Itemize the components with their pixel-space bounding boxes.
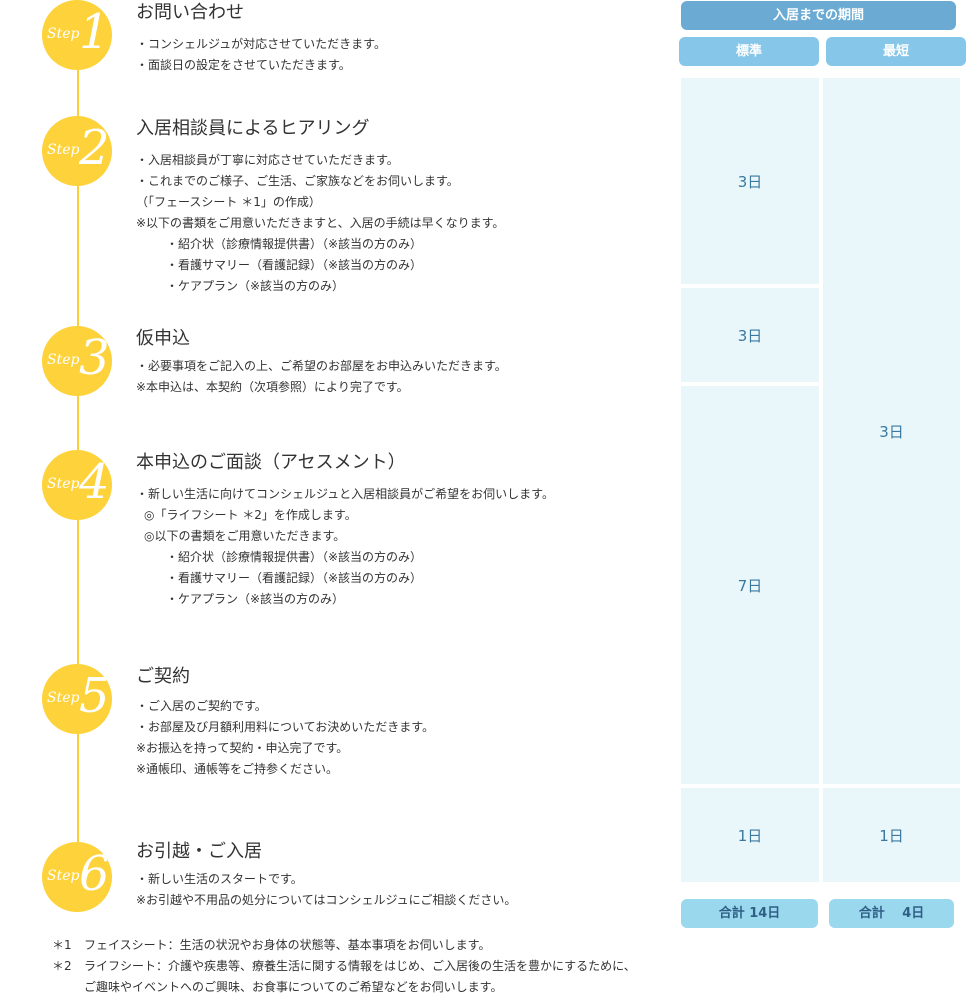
step-line: ・ケアプラン（※該当の方のみ） <box>166 592 345 606</box>
footnote-term: フェイスシート <box>84 938 168 952</box>
step-line: ・看護サマリー（看護記録）（※該当の方のみ） <box>166 571 423 585</box>
step-line: ※以下の書類をご用意いただきますと、入居の手続は早くなります。 <box>136 216 505 230</box>
step-3-content: 仮申込 ・必要事項をご記入の上、ご希望のお部屋をお申込みいただきます。 ※本申込… <box>136 326 656 398</box>
standard-cell-3: 7日 <box>681 386 819 784</box>
step-6-content: お引越・ご入居 ・新しい生活のスタートです。 ※お引越や不用品の処分についてはコ… <box>136 839 656 911</box>
footnote-2: ＊2 ライフシート ：介護や疾患等、療養生活に関する情報をはじめ、ご入居後の生活… <box>52 956 692 977</box>
step-line: ・入居相談員が丁寧に対応させていただきます。 <box>136 153 399 167</box>
step-line: ◎以下の書類をご用意いただきます。 <box>144 529 346 543</box>
step-2-lines: ・入居相談員が丁寧に対応させていただきます。 ・これまでのご様子、ご生活、ご家族… <box>136 150 656 297</box>
step-2-content: 入居相談員によるヒアリング ・入居相談員が丁寧に対応させていただきます。 ・これ… <box>136 116 656 297</box>
footnote-mark: ＊2 <box>52 959 72 973</box>
step-line: ・看護サマリー（看護記録）（※該当の方のみ） <box>166 258 423 272</box>
shortest-cell-2: 1日 <box>823 788 960 882</box>
step-3-title: 仮申込 <box>136 328 190 349</box>
step-5-badge: Step 5 <box>42 664 112 734</box>
footnote-text: ：介護や疾患等、療養生活に関する情報をはじめ、ご入居後の生活を豊かにするために、 <box>156 959 636 973</box>
step-4-title: 本申込のご面談（アセスメント） <box>136 452 406 473</box>
step-line: ・新しい生活のスタートです。 <box>136 872 303 886</box>
step-1-badge: Step 1 <box>42 0 112 70</box>
step-line: （「フェースシート ＊1」の作成） <box>136 195 321 209</box>
step-line: ※通帳印、通帳等をご持参ください。 <box>136 762 339 776</box>
step-3-badge: Step 3 <box>42 326 112 396</box>
step-label: Step <box>47 142 80 158</box>
step-line: ※お振込を持って契約・申込完了です。 <box>136 741 349 755</box>
step-label: Step <box>47 26 80 42</box>
footnote-text: ：生活の状況やお身体の状態等、基本事項をお伺いします。 <box>167 938 491 952</box>
step-line: ・面談日の設定をさせていただきます。 <box>136 58 351 72</box>
shortest-cell-1: 3日 <box>823 78 960 784</box>
standard-cell-2: 3日 <box>681 288 819 382</box>
footnotes: ＊1 フェイスシート ：生活の状況やお身体の状態等、基本事項をお伺いします。 ＊… <box>52 935 692 998</box>
step-line: ・これまでのご様子、ご生活、ご家族などをお伺いします。 <box>136 174 459 188</box>
step-6-badge: Step 6 <box>42 842 112 912</box>
step-label: Step <box>47 690 80 706</box>
period-header: 入居までの期間 <box>681 1 956 30</box>
footnote-mark: ＊1 <box>52 938 72 952</box>
step-number: 5 <box>79 668 110 724</box>
step-line: ・紹介状（診療情報提供書）（※該当の方のみ） <box>166 237 423 251</box>
shortest-total: 合計 4日 <box>829 899 954 928</box>
shortest-column-header: 最短 <box>826 37 966 66</box>
step-4-lines: ・新しい生活に向けてコンシェルジュと入居相談員がご希望をお伺いします。 ◎「ライ… <box>136 484 656 610</box>
step-line: ・紹介状（診療情報提供書）（※該当の方のみ） <box>166 550 423 564</box>
step-line: ◎「ライフシート ＊2」を作成します。 <box>144 508 357 522</box>
step-1-title: お問い合わせ <box>136 2 244 23</box>
step-4-badge: Step 4 <box>42 450 112 520</box>
step-number: 6 <box>79 846 110 902</box>
step-5-content: ご契約 ・ご入居のご契約です。 ・お部屋及び月額利用料についてお決めいただきます… <box>136 664 656 780</box>
step-2-badge: Step 2 <box>42 116 112 186</box>
step-number: 1 <box>79 4 110 60</box>
step-5-title: ご契約 <box>136 666 190 687</box>
step-line: ・ご入居のご契約です。 <box>136 699 267 713</box>
step-line: ・お部屋及び月額利用料についてお決めいただきます。 <box>136 720 435 734</box>
standard-column-header: 標準 <box>679 37 819 66</box>
step-6-title: お引越・ご入居 <box>136 841 262 862</box>
standard-total: 合計 14日 <box>681 899 818 928</box>
step-1-lines: ・コンシェルジュが対応させていただきます。 ・面談日の設定をさせていただきます。 <box>136 34 656 76</box>
step-line: ・必要事項をご記入の上、ご希望のお部屋をお申込みいただきます。 <box>136 359 507 373</box>
standard-cell-1: 3日 <box>681 78 819 284</box>
step-line: ※お引越や不用品の処分についてはコンシェルジュにご相談ください。 <box>136 893 517 907</box>
footnote-2-continued: ご趣味やイベントへのご興味、お食事についてのご希望などをお伺いします。 <box>84 980 503 994</box>
step-1-content: お問い合わせ ・コンシェルジュが対応させていただきます。 ・面談日の設定をさせて… <box>136 0 656 76</box>
step-number: 3 <box>79 330 110 386</box>
step-label: Step <box>47 352 80 368</box>
step-line: ・ケアプラン（※該当の方のみ） <box>166 279 345 293</box>
footnote-term: ライフシート <box>84 959 157 973</box>
step-6-lines: ・新しい生活のスタートです。 ※お引越や不用品の処分についてはコンシェルジュにご… <box>136 869 656 911</box>
step-5-lines: ・ご入居のご契約です。 ・お部屋及び月額利用料についてお決めいただきます。 ※お… <box>136 696 656 780</box>
step-number: 2 <box>79 120 110 176</box>
step-label: Step <box>47 868 80 884</box>
standard-cell-4: 1日 <box>681 788 819 882</box>
step-3-lines: ・必要事項をご記入の上、ご希望のお部屋をお申込みいただきます。 ※本申込は、本契… <box>136 356 656 398</box>
step-number: 4 <box>79 454 110 510</box>
step-4-content: 本申込のご面談（アセスメント） ・新しい生活に向けてコンシェルジュと入居相談員が… <box>136 450 656 610</box>
step-line: ・コンシェルジュが対応させていただきます。 <box>136 37 386 51</box>
step-label: Step <box>47 476 80 492</box>
step-2-title: 入居相談員によるヒアリング <box>136 118 370 139</box>
footnote-1: ＊1 フェイスシート ：生活の状況やお身体の状態等、基本事項をお伺いします。 <box>52 935 692 956</box>
step-line: ※本申込は、本契約（次項参照）により完了です。 <box>136 380 409 394</box>
step-line: ・新しい生活に向けてコンシェルジュと入居相談員がご希望をお伺いします。 <box>136 487 554 501</box>
